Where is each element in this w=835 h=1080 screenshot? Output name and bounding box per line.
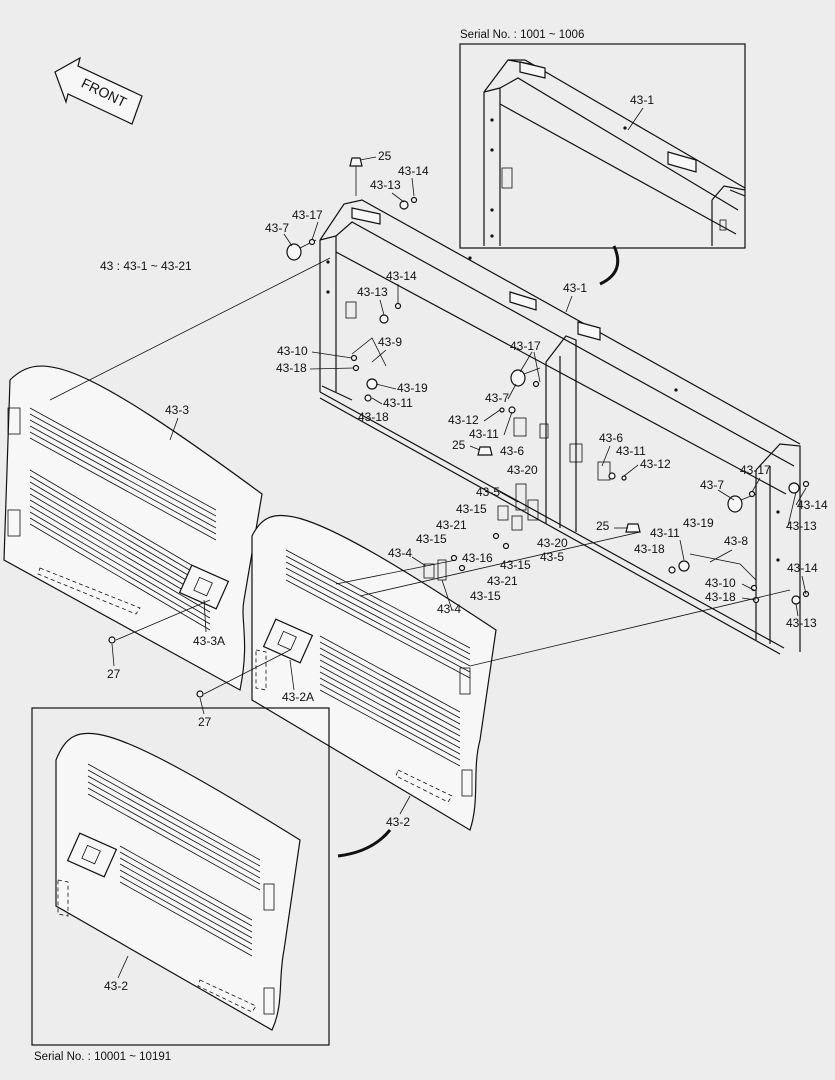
- callout-43-14-b: 43-14: [386, 269, 417, 283]
- inset-pointer-top: [599, 245, 620, 286]
- callout-43-21-a: 43-21: [436, 518, 467, 532]
- callout-43-5-a: 43-5: [476, 485, 500, 499]
- callout-43-4-a: 43-4: [388, 546, 412, 560]
- callout-43-9: 43-9: [378, 335, 402, 349]
- callout-labels: 43 : 43-1 ~ 43-21 25 43-14 43-13 43-17 4…: [100, 149, 828, 993]
- callout-43-15-d: 43-15: [470, 589, 501, 603]
- callout-43-19-a: 43-19: [397, 381, 428, 395]
- inset-frame-bottom: [31, 707, 330, 1046]
- louver-vents: [29, 407, 217, 631]
- callout-43-1-inset: 43-1: [630, 93, 654, 107]
- callout-43-2-a: 43-2: [386, 815, 410, 829]
- callout-27-a: 27: [107, 667, 121, 681]
- serial-bottom-label: Serial No. : 10001 ~ 10191: [34, 1051, 171, 1063]
- callout-43-8: 43-8: [724, 534, 748, 548]
- callout-43-20-b: 43-20: [537, 536, 568, 550]
- front-arrow-icon: FRONT: [54, 56, 143, 125]
- callout-43-17-c: 43-17: [740, 463, 771, 477]
- side-panel-43-3: [3, 365, 263, 691]
- callout-43-20-a: 43-20: [507, 463, 538, 477]
- callout-43-21-b: 43-21: [487, 574, 518, 588]
- serial-top-label: Serial No. : 1001 ~ 1006: [460, 29, 584, 41]
- callout-43-19-b: 43-19: [683, 516, 714, 530]
- callout-43-14-a: 43-14: [398, 164, 429, 178]
- hardware-items: [108, 157, 810, 698]
- callout-43-14-d: 43-14: [787, 561, 818, 575]
- callout-43-13-b: 43-13: [357, 285, 388, 299]
- callout-43-11-d: 43-11: [650, 526, 680, 540]
- callout-43-11-a: 43-11: [383, 396, 413, 410]
- callout-43-18-d: 43-18: [705, 590, 736, 604]
- callout-43-7-c: 43-7: [700, 478, 724, 492]
- callout-43-7-a: 43-7: [265, 221, 289, 235]
- callout-43-5-b: 43-5: [540, 550, 564, 564]
- louver-vents-2: [285, 549, 471, 767]
- callout-43-13-a: 43-13: [370, 178, 401, 192]
- inset-panel-43-2: [55, 732, 301, 1031]
- callout-43-15-a: 43-15: [456, 502, 487, 516]
- callout-43-2-b: 43-2: [104, 979, 128, 993]
- callout-43-18-a: 43-18: [276, 361, 307, 375]
- callout-43-12-a: 43-12: [448, 413, 479, 427]
- callout-43-3A: 43-3A: [193, 634, 225, 648]
- callout-27-b: 27: [198, 715, 212, 729]
- callout-43-7-b: 43-7: [485, 391, 509, 405]
- inset-frame-top: [459, 43, 746, 249]
- callout-43-6-a: 43-6: [500, 444, 524, 458]
- callout-43-10-b: 43-10: [705, 576, 736, 590]
- callout-43-1: 43-1: [563, 281, 587, 295]
- callout-43-3: 43-3: [165, 403, 189, 417]
- callout-43-14-c: 43-14: [797, 498, 828, 512]
- callout-43-18-c: 43-18: [634, 542, 665, 556]
- callout-43-18-b: 43-18: [358, 410, 389, 424]
- callout-43-17-a: 43-17: [292, 208, 323, 222]
- callout-43-10-a: 43-10: [277, 344, 308, 358]
- callout-25-b: 25: [452, 438, 466, 452]
- main-frame-43-1: [319, 199, 801, 655]
- callout-25-c: 25: [596, 519, 610, 533]
- callout-43-11-c: 43-11: [616, 444, 646, 458]
- callout-43-17-b: 43-17: [510, 339, 541, 353]
- callout-43-15-b: 43-15: [416, 532, 447, 546]
- callout-43-4-b: 43-4: [437, 602, 461, 616]
- callout-43-6-b: 43-6: [599, 431, 623, 445]
- callout-43-16: 43-16: [462, 551, 493, 565]
- callout-43-13-c: 43-13: [786, 519, 817, 533]
- callout-43-12-b: 43-12: [640, 457, 671, 471]
- callout-leaders: [111, 156, 807, 979]
- callout-25-a: 25: [378, 149, 392, 163]
- callout-43-11-b: 43-11: [469, 427, 499, 441]
- leader-lines: [49, 257, 791, 695]
- callout-43-15-c: 43-15: [500, 558, 531, 572]
- callout-43-13-d: 43-13: [786, 616, 817, 630]
- side-panel-43-2: [251, 514, 497, 831]
- inset-frame-drawing: [483, 59, 746, 246]
- range-note: 43 : 43-1 ~ 43-21: [100, 259, 192, 273]
- callout-43-2A: 43-2A: [282, 690, 314, 704]
- inset-pointer-bottom: [337, 829, 392, 858]
